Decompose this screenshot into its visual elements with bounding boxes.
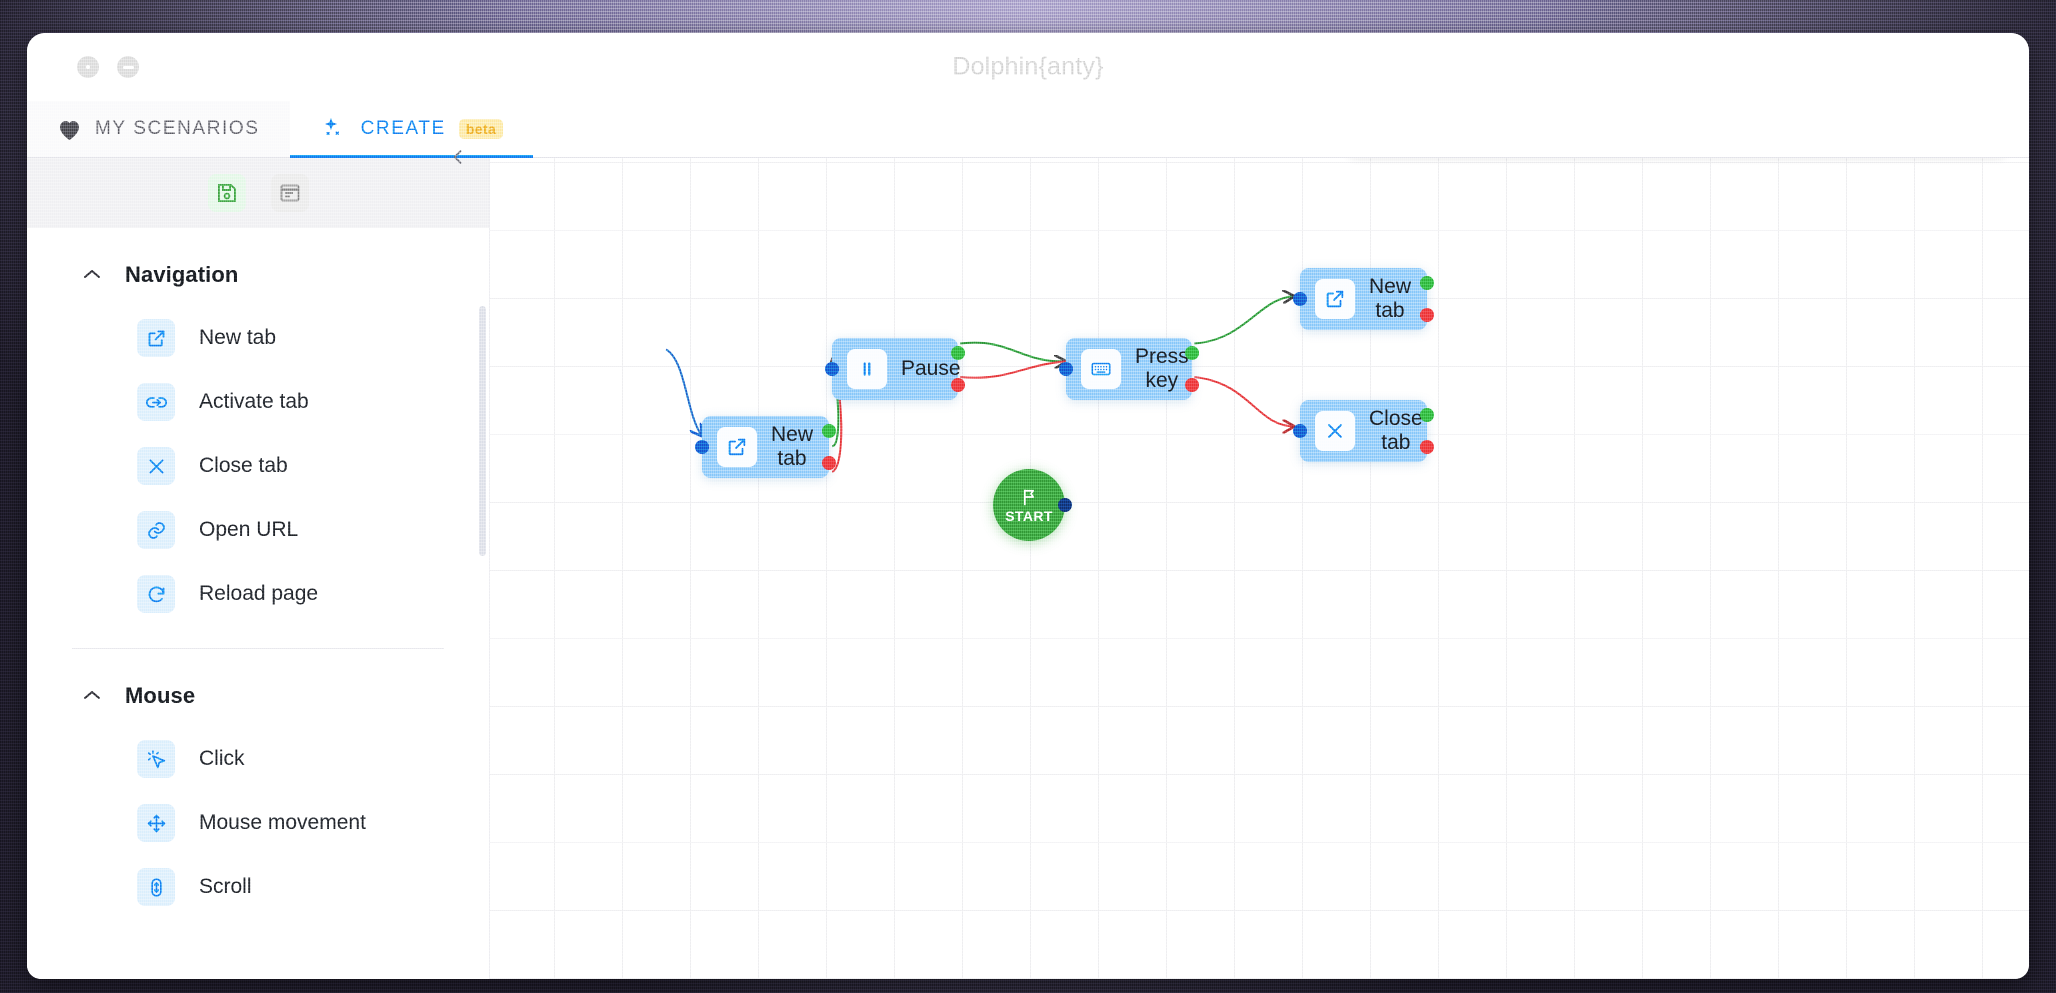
node-pause[interactable]: Pause [825, 338, 965, 400]
sidebar-group-mouse: Mouse Click Mouse moveme [27, 649, 489, 919]
chevron-left-icon [453, 150, 462, 164]
node-success-port[interactable] [951, 346, 965, 360]
actions-sidebar: Navigation New tab Activ [27, 150, 490, 979]
node-close-tab[interactable]: Close tab [1293, 400, 1434, 462]
external-link-icon [717, 427, 757, 467]
node-input-port[interactable] [1293, 292, 1307, 306]
sidebar-item-label: Open URL [199, 518, 299, 541]
node-input-port[interactable] [1293, 424, 1307, 438]
sidebar-item-label: Click [199, 747, 245, 770]
chevron-up-icon [83, 266, 101, 283]
heart-icon [60, 120, 79, 140]
start-output-port[interactable] [1058, 498, 1072, 512]
scenario-canvas[interactable]: START New tab [490, 158, 2029, 979]
sidebar-item-click[interactable]: Click [27, 727, 489, 791]
sidebar-group-navigation-header[interactable]: Navigation [27, 228, 489, 306]
floppy-disk-icon [217, 184, 236, 202]
sidebar-item-close-tab[interactable]: Close tab [27, 434, 489, 498]
sidebar-item-label: Scroll [199, 875, 252, 898]
node-label: New tab [771, 423, 814, 470]
node-label: New tab [1369, 275, 1412, 322]
edge-presskey-newtab2-ok [1194, 296, 1294, 345]
node-input-port[interactable] [1059, 362, 1073, 376]
node-label: Pause [901, 357, 961, 380]
close-x-icon [1315, 411, 1355, 451]
app-window: Dolphin{anty} MY SCENARIOS CREATE beta [27, 33, 2029, 979]
save-scenario-button[interactable] [207, 174, 246, 212]
node-error-port[interactable] [822, 456, 836, 470]
minimize-icon [122, 65, 134, 69]
keyboard-icon [1081, 349, 1121, 389]
page-title: Dolphin{anty} [952, 52, 1104, 81]
chevron-up-icon [83, 687, 101, 704]
sidebar-scroll-area[interactable]: Navigation New tab Activ [27, 228, 489, 979]
sidebar-toolbar [27, 150, 489, 228]
sidebar-item-activate-tab[interactable]: Activate tab [27, 370, 489, 434]
window-titlebar: Dolphin{anty} [27, 33, 2029, 101]
node-success-port[interactable] [1420, 276, 1434, 290]
document-icon [280, 184, 299, 202]
external-link-icon [1315, 279, 1355, 319]
sidebar-group-navigation: Navigation New tab Activ [27, 228, 489, 649]
sidebar-item-new-tab[interactable]: New tab [27, 306, 489, 370]
reload-icon [137, 575, 175, 613]
node-input-port[interactable] [825, 362, 839, 376]
link-arrow-icon [137, 383, 175, 421]
pause-icon [847, 349, 887, 389]
sidebar-item-open-url[interactable]: Open URL [27, 498, 489, 562]
window-controls [77, 56, 139, 78]
tab-my-scenarios[interactable]: MY SCENARIOS [27, 101, 290, 157]
flag-icon [1023, 489, 1034, 505]
node-success-port[interactable] [1420, 408, 1434, 422]
sidebar-collapse-button[interactable] [441, 140, 475, 174]
edge-presskey-closetab-err [1194, 376, 1294, 426]
scroll-updown-icon [137, 868, 175, 906]
minimize-button[interactable] [117, 56, 139, 78]
sidebar-item-mouse-movement[interactable]: Mouse movement [27, 791, 489, 855]
node-error-port[interactable] [1185, 378, 1199, 392]
node-success-port[interactable] [822, 424, 836, 438]
sidebar-item-label: Close tab [199, 454, 288, 477]
sidebar-item-label: Activate tab [199, 390, 309, 413]
chain-link-icon [137, 511, 175, 549]
node-error-port[interactable] [951, 378, 965, 392]
script-view-button[interactable] [270, 174, 309, 212]
edge-layer [665, 158, 2029, 473]
cursor-click-icon [137, 740, 175, 778]
start-node-label: START [1005, 507, 1053, 524]
node-label: Close tab [1369, 407, 1423, 454]
sidebar-item-reload-page[interactable]: Reload page [27, 562, 489, 626]
node-input-port[interactable] [695, 440, 709, 454]
node-label: Press key [1135, 345, 1189, 392]
node-press-key[interactable]: Press key [1059, 338, 1199, 400]
node-new-tab-2[interactable]: New tab [1293, 268, 1434, 330]
sidebar-item-label: Reload page [199, 582, 319, 605]
sidebar-group-mouse-header[interactable]: Mouse [27, 649, 489, 727]
close-button[interactable] [77, 56, 99, 78]
sparkle-icon [324, 118, 339, 136]
node-new-tab-1[interactable]: New tab [695, 416, 836, 478]
node-success-port[interactable] [1185, 346, 1199, 360]
sidebar-item-scroll[interactable]: Scroll [27, 855, 489, 919]
close-x-icon [137, 447, 175, 485]
sidebar-item-label: Mouse movement [199, 811, 366, 834]
sidebar-divider [72, 648, 444, 649]
tab-bar: MY SCENARIOS CREATE beta [27, 101, 2029, 158]
main-body: Navigation New tab Activ [27, 150, 2029, 979]
sidebar-group-navigation-title: Navigation [125, 262, 239, 287]
node-error-port[interactable] [1420, 440, 1434, 454]
tab-create[interactable]: CREATE beta [289, 101, 534, 158]
close-icon [86, 65, 90, 69]
node-error-port[interactable] [1420, 308, 1434, 322]
edge-start-newtab [665, 348, 702, 436]
sidebar-scrollbar[interactable] [479, 306, 486, 556]
move-arrows-icon [137, 804, 175, 842]
external-link-icon [137, 319, 175, 357]
beta-badge: beta [458, 119, 504, 139]
sidebar-item-label: New tab [199, 326, 277, 349]
start-node[interactable]: START [993, 469, 1072, 541]
tab-my-scenarios-label: MY SCENARIOS [95, 118, 260, 139]
tab-create-label: CREATE [360, 118, 446, 139]
sidebar-group-mouse-title: Mouse [125, 683, 196, 708]
